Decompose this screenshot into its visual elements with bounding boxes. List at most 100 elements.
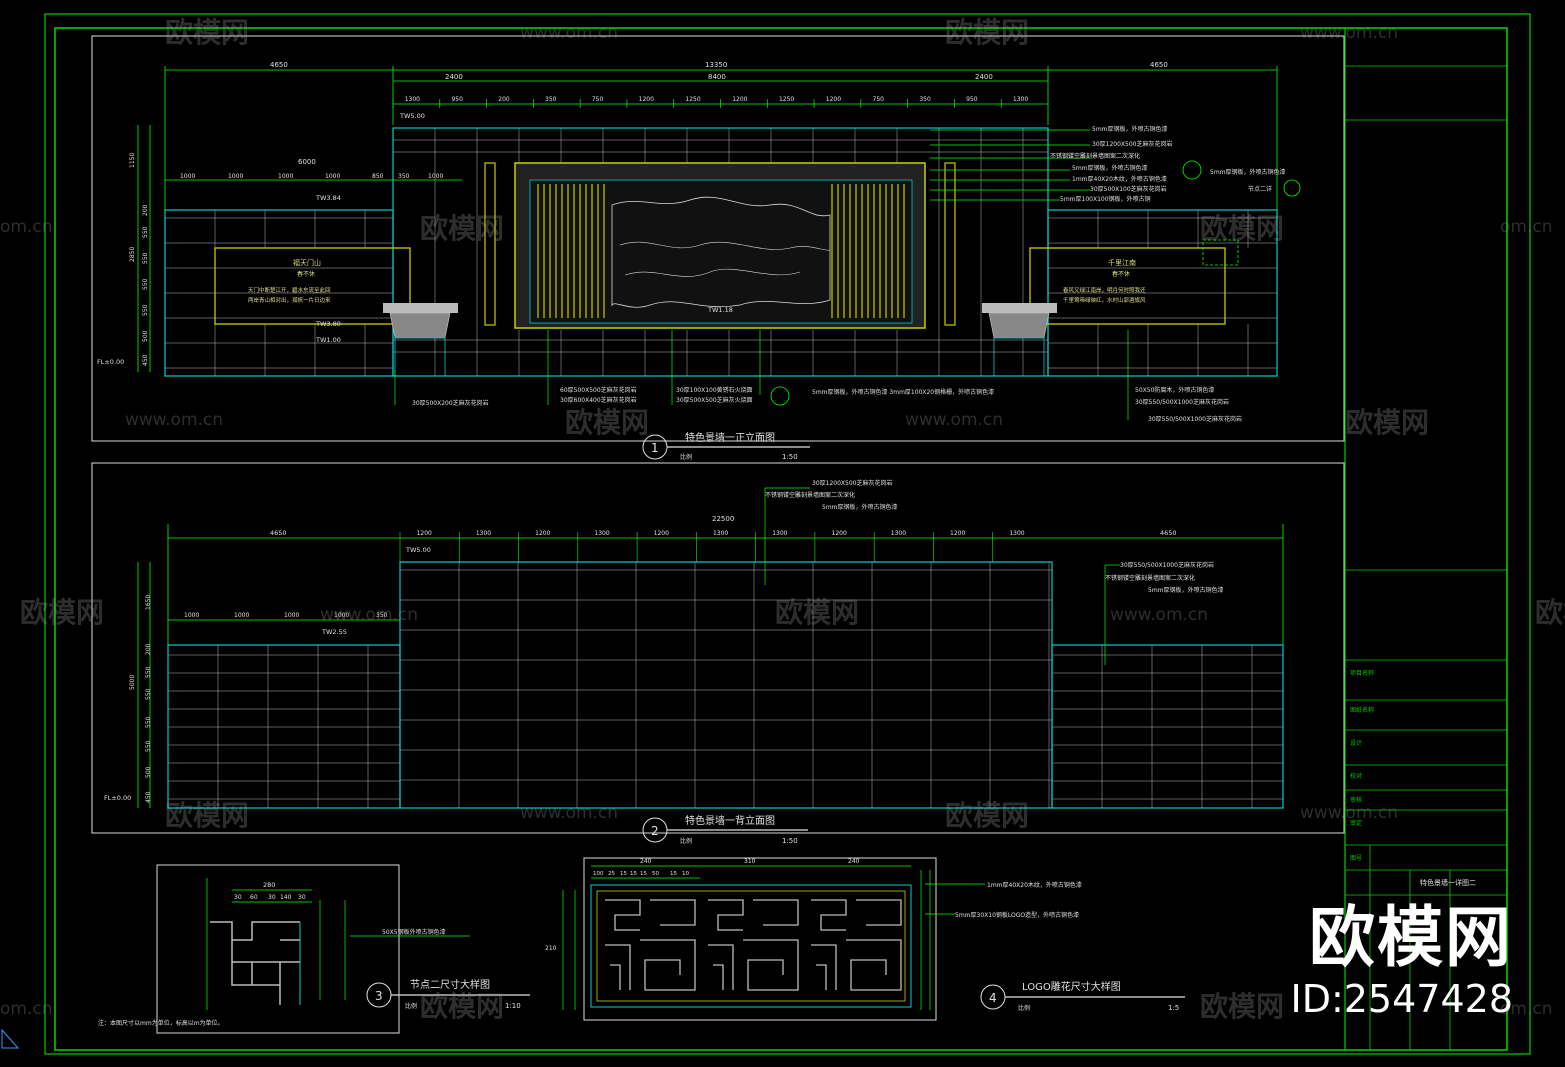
logo-glyph <box>605 899 696 991</box>
dim-text: 1200 <box>826 96 841 103</box>
title-block-field: 项目名称 <box>1350 669 1374 677</box>
dim-text: 350 <box>545 96 557 103</box>
dim-text: 1000 <box>278 173 293 180</box>
note-bottom: 30厚500X500芝麻灰火烧面 <box>676 396 753 404</box>
dim-text: 1000 <box>234 612 249 619</box>
dim-text: 240 <box>848 858 860 865</box>
detail-node-view: 280 30 60 30 140 30 50X5钢板外喷古铜色漆 注：本图尺寸以… <box>98 878 530 1027</box>
dim-text: 1200 <box>639 96 654 103</box>
note-right: 不锈钢镂空雕刻景墙图案二次深化 <box>1050 152 1140 160</box>
logo-plate-inner <box>596 890 906 1002</box>
brand-watermark: 欧模网 <box>1200 212 1284 245</box>
dim-text: 200 <box>498 96 510 103</box>
title-block: 项目名称 图纸名称 设计 校对 审核 审定 图号 特色景墙一详图二 <box>1344 28 1507 1050</box>
detail-note: 50X5钢板外喷古铜色漆 <box>382 928 446 936</box>
view-title: 节点二尺寸大样图 <box>410 978 490 991</box>
dim-text: 1300 <box>476 530 491 537</box>
level-mark: TW3.84 <box>315 194 341 202</box>
level-mark: FL±0.00 <box>97 358 124 366</box>
post-right <box>944 162 956 326</box>
leader-lines <box>764 487 1120 665</box>
view4-frame <box>583 857 937 1021</box>
right-panel-title: 千里江南 <box>1108 258 1136 267</box>
dim-text: 100 <box>593 871 604 877</box>
level-mark: TW1.00 <box>315 336 341 344</box>
dim-text: 350 <box>376 612 388 619</box>
level-mark: TW2.55 <box>321 628 347 636</box>
landscape-relief-line <box>619 241 831 251</box>
dim-text: 4650 <box>270 529 287 537</box>
dim-text: 500 <box>142 330 149 342</box>
dim-text: 1300 <box>594 530 609 537</box>
dim-text: 1000 <box>325 173 340 180</box>
note-right: 5mm厚钢板，外喷古铜色漆 <box>1072 164 1148 172</box>
title-block-drawing-title: 特色景墙一详图二 <box>1420 878 1476 887</box>
dim-text: 1000 <box>228 173 243 180</box>
dim-text: 1300 <box>1009 530 1024 537</box>
dim-text: 1300 <box>713 530 728 537</box>
note-top: 不锈钢镂空雕刻景墙图案二次深化 <box>765 491 855 499</box>
dim-text: 1150 <box>129 153 136 168</box>
brand-watermark: 欧模网 <box>20 596 104 629</box>
scale-label: 比例 <box>680 837 692 845</box>
view-number: 4 <box>989 991 997 1005</box>
brand-watermark: 欧模网 <box>1535 596 1565 629</box>
note-top: 5mm厚钢板，外喷古铜色漆 <box>822 503 898 511</box>
scale-value: 1:50 <box>782 453 798 461</box>
landscape-relief <box>611 196 831 308</box>
dim-text: 200 <box>142 204 149 216</box>
left-panel-title: 福天门山 <box>293 258 321 267</box>
dim-text: 550 <box>145 716 152 728</box>
dim-text: 30 <box>268 894 276 901</box>
dim-text: 500 <box>145 766 152 778</box>
footnote: 注：本图尺寸以mm为单位，标高以m为单位。 <box>98 1019 224 1027</box>
url-watermark: om.cn <box>1500 999 1553 1019</box>
dim-text: 1300 <box>405 96 420 103</box>
dim-text: 2850 <box>129 247 136 262</box>
dim-text: 1000 <box>184 612 199 619</box>
scale-value: 1:10 <box>505 1002 521 1010</box>
triangle-marker <box>1 1028 20 1049</box>
dim-text: 350 <box>398 173 410 180</box>
dim-text: 550 <box>142 278 149 290</box>
dim-text: 15 <box>630 871 637 877</box>
url-watermark: www.om.cn <box>905 410 1003 430</box>
detail-callout-circle <box>1283 179 1301 197</box>
dim-text: 30 <box>234 894 242 901</box>
dim-text: 1300 <box>891 530 906 537</box>
dim-text: 950 <box>451 96 463 103</box>
stone-tile-grid <box>168 562 1283 808</box>
note-bottom: 30厚550/500X1000芝麻灰花岗岩 <box>1135 398 1229 406</box>
dim-text: 550 <box>142 252 149 264</box>
url-watermark: www.om.cn <box>1300 23 1398 43</box>
url-watermark: om.cn <box>1500 217 1553 237</box>
dim-text: 950 <box>966 96 978 103</box>
url-watermark: www.om.cn <box>1300 803 1398 823</box>
scale-label: 比例 <box>680 453 692 461</box>
right-panel-sub: 春不休 <box>1112 270 1130 278</box>
detail-callout-circle <box>1182 160 1202 180</box>
note-bottom: 50X50防腐木，外喷古铜色漆 <box>1135 386 1214 394</box>
brand-watermark: 欧模网 <box>1200 990 1284 1023</box>
note-bottom: 30厚550/500X1000芝麻灰花岗岩 <box>1148 415 1242 423</box>
dim-text: 2400 <box>975 73 993 81</box>
dim-text: 6000 <box>298 158 316 166</box>
url-watermark: www.om.cn <box>520 803 618 823</box>
dim-text: 1300 <box>1013 96 1028 103</box>
notes-right: 5mm厚钢板，外喷古铜色漆30厚1200X500芝麻灰花岗岩不锈钢镂空雕刻景墙图… <box>1050 125 1172 203</box>
planter-left <box>383 303 458 377</box>
dim-text: 280 <box>263 881 275 889</box>
logo-carving-pattern <box>605 899 902 991</box>
dim-text: 450 <box>142 354 149 366</box>
view-title: LOGO雕花尺寸大样图 <box>1022 980 1121 993</box>
note-right: 不锈钢镂空雕刻景墙图案二次深化 <box>1105 574 1195 582</box>
level-mark: TW5.00 <box>399 112 425 120</box>
dim-text: 1650 <box>145 595 152 610</box>
dim-text: 1300 <box>772 530 787 537</box>
title-block-field: 审定 <box>1350 819 1362 827</box>
dim-text: 1200 <box>535 530 550 537</box>
